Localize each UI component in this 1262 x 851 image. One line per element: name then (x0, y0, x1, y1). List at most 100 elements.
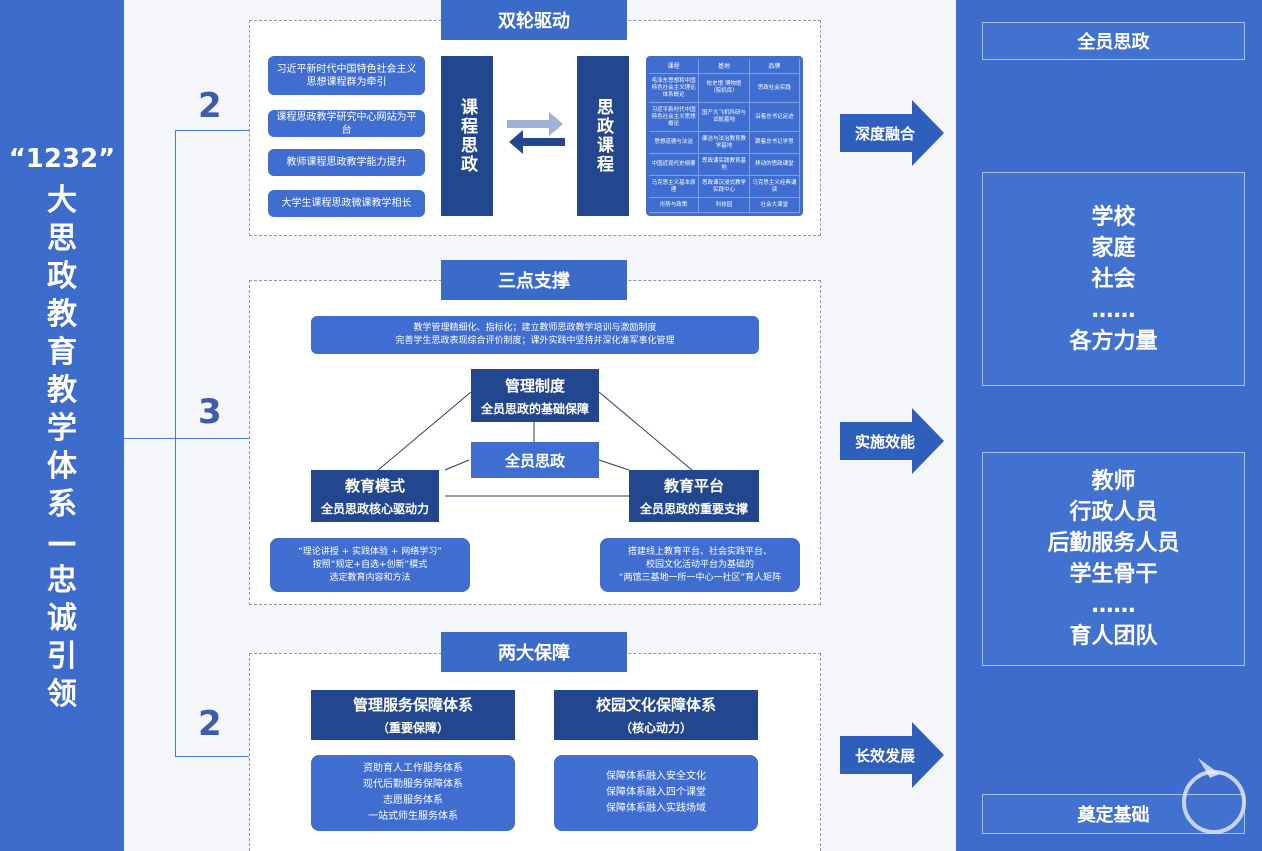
table-cell: 思政社会实践 (749, 74, 800, 103)
table-cell: 校史馆 博物馆（院机库） (699, 74, 750, 103)
table-cell: 思政课沉浸式教学实践中心 (699, 176, 750, 198)
culture-item: 保障体系融入实践场域 (606, 803, 706, 814)
service-guarantee-subtitle: （重要保障） (376, 721, 449, 735)
system-title-char: 教 (47, 297, 77, 332)
table-cell: 沿着总书记足迹 (749, 103, 800, 132)
table-header-cell: 品牌 (749, 59, 800, 74)
course-base-brand-table: 课程基地品牌毛泽东思想和中国特色社会主义理论体系概论校史馆 博物馆（院机库）思政… (646, 56, 803, 216)
description-line: 搭建线上教育平台、社会实践平台、 (627, 546, 772, 557)
management-system-title: 管理制度 (504, 376, 565, 395)
connector-top (175, 130, 249, 131)
table-cell: 科技园 (699, 198, 750, 213)
forces-line: 学校 (1091, 204, 1136, 230)
description-line: 选定教育内容和方法 (329, 572, 411, 583)
education-team-box: 教师 行政人员 后勤服务人员 学生骨干 …… 育人团队 (982, 452, 1245, 666)
table-cell: 移动的思政课堂 (749, 154, 800, 176)
service-guarantee-head: 管理服务保障体系 （重要保障） (311, 690, 515, 740)
description-line: 校园文化活动平台为基础的 (645, 559, 754, 570)
table-cell: 廉洁与法治教育教学基地 (699, 132, 750, 154)
right-arrow-icon (507, 112, 563, 136)
section-count-3: 2 (198, 704, 222, 744)
system-title-char: 大 (47, 183, 77, 218)
table-cell: 思政课实践教育基地 (699, 154, 750, 176)
culture-guarantee-head: 校园文化保障体系 （核心动力） (554, 690, 758, 740)
forces-box: 学校 家庭 社会 …… 各方力量 (982, 172, 1245, 386)
connector-vertical (175, 130, 176, 756)
course-ideology-box: 课程思政 (441, 56, 493, 216)
culture-guarantee-subtitle: （核心动力） (619, 721, 692, 735)
three-support-title: 三点支撑 (441, 260, 627, 300)
watermark-logo (1182, 758, 1246, 834)
right-result-column (956, 0, 1262, 851)
team-line: …… (1091, 593, 1136, 618)
support-triangle-lines (370, 391, 700, 497)
education-platform-description: 搭建线上教育平台、社会实践平台、 校园文化活动平台为基础的 “两馆三基地一所一中… (600, 538, 800, 592)
dual-drive-item: 大学生课程思政微课教学相长 (268, 190, 425, 217)
description-line: “两馆三基地一所一中心一社区”育人矩阵 (618, 572, 782, 583)
dual-drive-item: 课程思政教学研究中心网站为平台 (268, 110, 425, 137)
long-term-arrow (840, 722, 944, 788)
service-item: 一站式师生服务体系 (368, 811, 458, 822)
description-line: “理论讲授 + 实践体验 + 网络学习” (298, 546, 442, 557)
ideology-course-box: 思政课程 (577, 56, 629, 216)
service-item: 现代后勤服务保障体系 (363, 779, 463, 790)
section-count-2: 3 (198, 392, 222, 432)
section-count-1: 2 (198, 86, 222, 126)
connector-middle (175, 438, 249, 439)
two-guarantees-title: 两大保障 (441, 632, 627, 672)
system-title-char: 忠 (47, 563, 77, 598)
description-line: 按照“规定+自选+创新”模式 (312, 559, 428, 570)
implementation-arrow (840, 408, 944, 474)
education-mode-description: “理论讲授 + 实践体验 + 网络学习” 按照“规定+自选+创新”模式 选定教育… (270, 538, 470, 592)
table-cell: 跟着总书记学思 (749, 132, 800, 154)
left-arrow-icon (509, 130, 565, 154)
arrow-shape-icon (840, 408, 944, 474)
table-cell: 思想道德与法治 (649, 132, 700, 154)
dual-drive-item: 教师课程思政教学能力提升 (268, 149, 425, 176)
management-note-line: 教学管理精细化、指标化；建立教师思政教学培训与激励制度 (413, 323, 657, 333)
system-title-number: “1232” (8, 144, 116, 174)
table-header-cell: 基地 (699, 59, 750, 74)
table-cell: 国产大飞机科研与试航基地 (699, 103, 750, 132)
culture-guarantee-title: 校园文化保障体系 (595, 696, 716, 714)
exchange-arrows (507, 112, 565, 154)
system-title-char: 体 (47, 449, 77, 484)
system-title-char: 教 (47, 373, 77, 408)
team-line: 学生骨干 (1069, 562, 1158, 587)
implementation-label: 实施效能 (854, 432, 915, 451)
all-staff-ideology-box: 全员思政 (982, 22, 1245, 60)
system-title-char: 领 (47, 677, 77, 712)
education-mode-subtitle: 全员思政核心驱动力 (320, 502, 429, 516)
system-title-char: 育 (47, 335, 77, 370)
deep-integration-label: 深度融合 (854, 124, 915, 143)
team-line: 后勤服务人员 (1047, 531, 1180, 556)
team-line: 育人团队 (1069, 624, 1158, 649)
table-cell: 形势与政策 (649, 198, 700, 213)
all-staff-center-box: 全员思政 (471, 442, 599, 478)
management-note: 教学管理精细化、指标化；建立教师思政教学培训与激励制度 完善学生思政表现综合评价… (311, 316, 759, 354)
team-line: 教师 (1091, 469, 1136, 494)
management-system-subtitle: 全员思政的基础保障 (480, 401, 589, 416)
system-title-char: 系 (47, 487, 77, 522)
table-header-cell: 课程 (649, 59, 700, 74)
table-cell: 马克思主义基本原理 (649, 176, 700, 198)
culture-item: 保障体系融入四个课堂 (606, 787, 706, 798)
education-platform-box: 教育平台 全员思政的重要支撑 (629, 470, 759, 522)
system-title-char: 引 (47, 639, 77, 674)
connector-main (124, 438, 176, 439)
long-term-label: 长效发展 (854, 746, 915, 765)
table-cell: 马克思主义经典诵读 (749, 176, 800, 198)
table-cell: 习近平新时代中国特色社会主义思想概论 (649, 103, 700, 132)
left-title-column (0, 0, 124, 851)
dual-drive-title: 双轮驱动 (441, 0, 627, 40)
service-guarantee-title: 管理服务保障体系 (352, 696, 473, 714)
forces-line: 各方力量 (1069, 328, 1158, 354)
education-platform-title: 教育平台 (663, 477, 724, 495)
system-title-char: 思 (47, 221, 77, 256)
service-item: 志愿服务体系 (383, 795, 443, 806)
education-mode-title: 教育模式 (344, 477, 405, 495)
management-note-line: 完善学生思政表现综合评价制度；课外实践中坚持并深化准军事化管理 (395, 336, 675, 346)
culture-guarantee-list: 保障体系融入安全文化 保障体系融入四个课堂 保障体系融入实践场域 (554, 755, 758, 831)
arrow-shape-icon (840, 100, 944, 166)
service-item: 资助育人工作服务体系 (363, 763, 463, 774)
